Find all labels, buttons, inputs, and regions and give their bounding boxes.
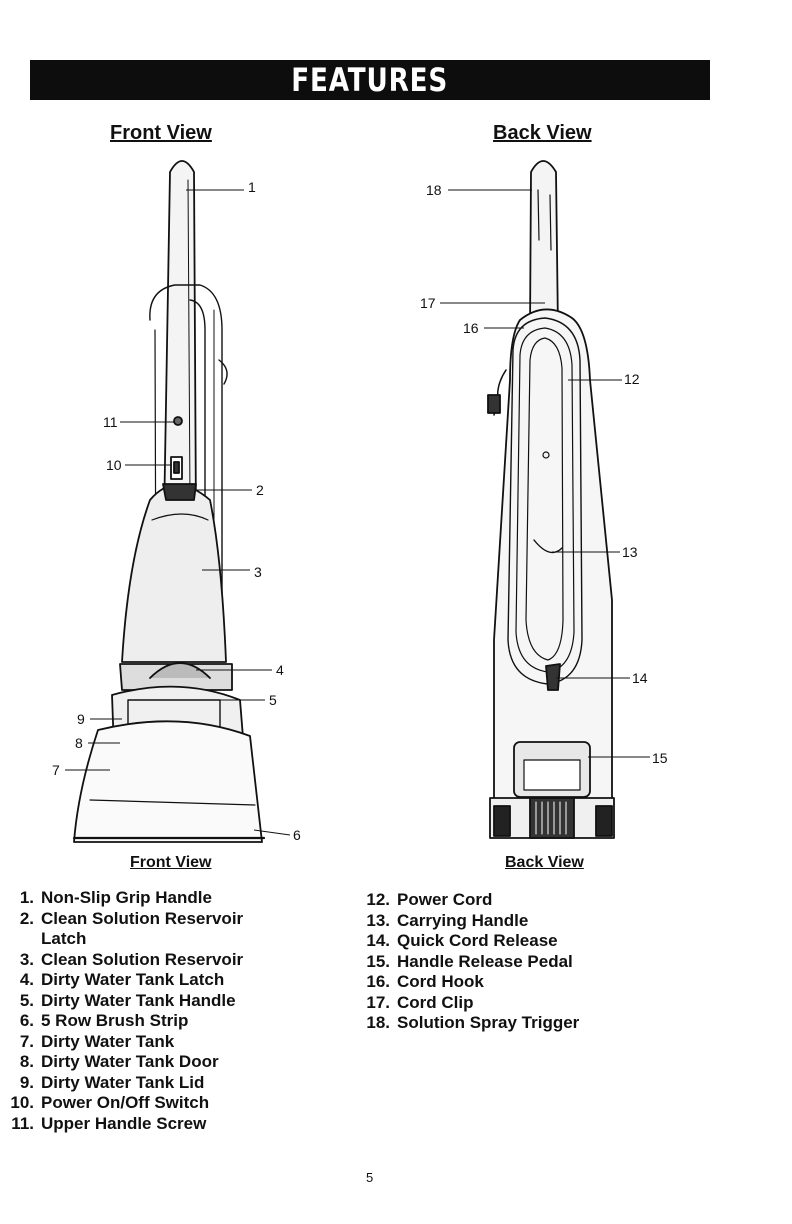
list-item: 2.Clean Solution Reservoir Latch — [19, 908, 244, 949]
callout-3: 3 — [254, 564, 262, 580]
list-item: 10.Power On/Off Switch — [10, 1093, 210, 1112]
front-view-caption: Front View — [130, 854, 212, 871]
callout-8: 8 — [75, 735, 83, 751]
list-item: 15.Handle Release Pedal — [366, 951, 573, 971]
page-title: FEATURES — [291, 61, 449, 99]
callout-1: 1 — [248, 179, 256, 195]
page-number: 5 — [366, 1170, 374, 1185]
list-item: 16.Cord Hook — [366, 972, 484, 991]
back-view-illustration — [487, 160, 615, 839]
list-item: 18.Solution Spray Trigger — [366, 1013, 580, 1032]
list-item: 3.Clean Solution Reservoir — [19, 949, 244, 969]
list-item: 14.Quick Cord Release — [366, 931, 558, 950]
list-item: 8.Dirty Water Tank Door — [19, 1052, 219, 1071]
callout-13: 13 — [622, 544, 638, 560]
callout-11: 11 — [103, 414, 118, 430]
callout-14: 14 — [632, 670, 648, 686]
callout-2: 2 — [256, 482, 264, 498]
callout-17: 17 — [420, 295, 436, 311]
vacuum-illustrations: 1 2 3 4 5 6 7 8 9 10 11 — [52, 160, 668, 843]
callout-18: 18 — [426, 182, 442, 198]
list-item: 5.Dirty Water Tank Handle — [19, 990, 236, 1010]
callout-7: 7 — [52, 762, 60, 778]
callout-4: 4 — [276, 662, 284, 678]
features-banner: FEATURES — [30, 60, 710, 100]
callout-9: 9 — [77, 711, 85, 727]
list-item: 7.Dirty Water Tank — [19, 1031, 175, 1051]
list-item: 9.Dirty Water Tank Lid — [19, 1072, 205, 1092]
back-callout-lines — [440, 189, 650, 758]
callout-12: 12 — [624, 371, 640, 387]
callout-15: 15 — [652, 750, 668, 766]
front-view-title: Front View — [110, 122, 212, 144]
front-view-illustration — [72, 160, 266, 843]
list-item: 13.Carrying Handle — [366, 910, 529, 930]
back-view-title: Back View — [493, 122, 592, 144]
list-item: 1.Non-Slip Grip Handle — [19, 888, 212, 907]
back-view-caption: Back View — [505, 854, 584, 871]
callout-16: 16 — [463, 320, 479, 336]
callout-6: 6 — [293, 827, 301, 843]
callout-5: 5 — [269, 692, 277, 708]
list-item: 4.Dirty Water Tank Latch — [19, 970, 225, 989]
callout-10: 10 — [106, 457, 122, 473]
features-list-left: 1.Non-Slip Grip Handle 2.Clean Solution … — [0, 888, 330, 1134]
list-item: 12.Power Cord — [366, 890, 493, 909]
features-list-right: 12.Power Cord 13.Carrying Handle 14.Quic… — [356, 890, 686, 1034]
list-item: 17.Cord Clip — [366, 992, 474, 1012]
list-item: 11.Upper Handle Screw — [11, 1113, 207, 1133]
list-item: 6.5 Row Brush Strip — [19, 1011, 189, 1030]
front-callout-lines — [65, 189, 291, 836]
